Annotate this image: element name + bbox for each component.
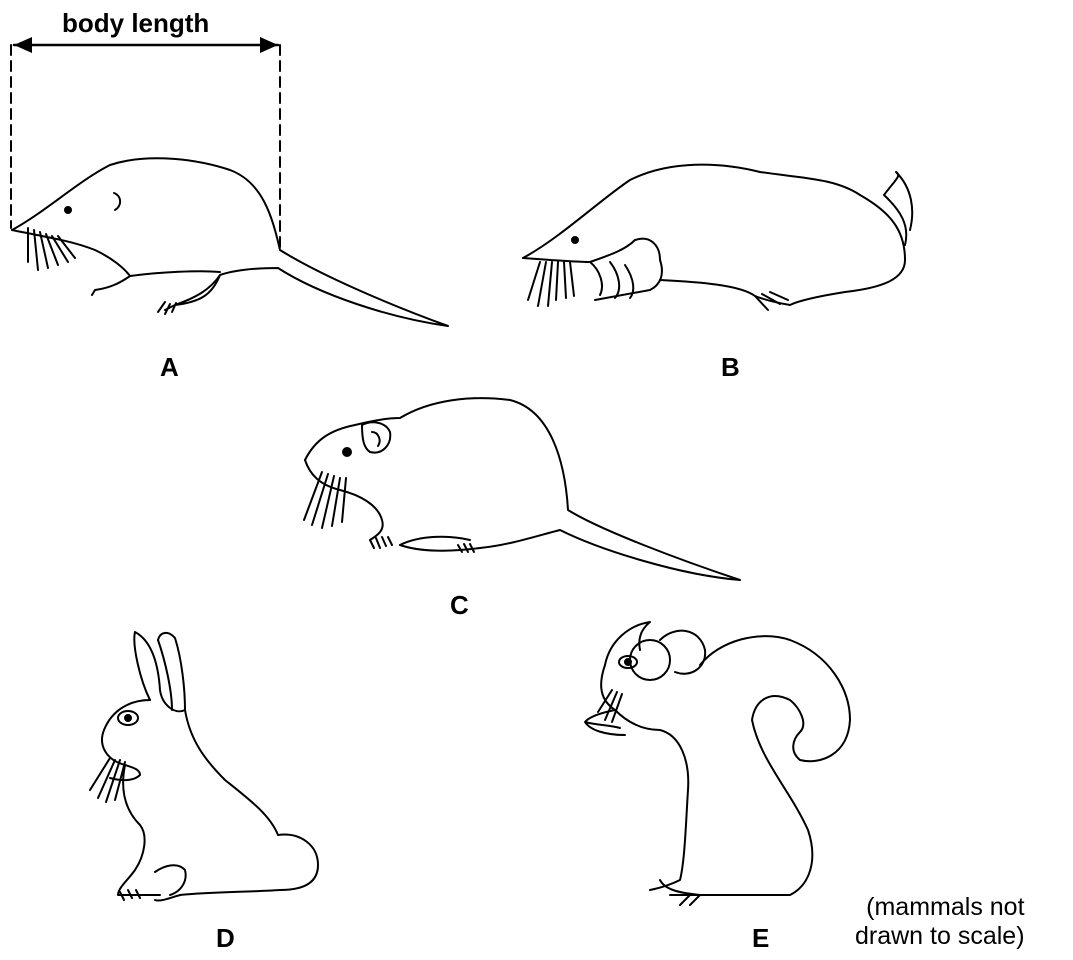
scale-note: (mammals not drawn to scale) [855, 893, 1025, 951]
label-b: B [721, 354, 740, 380]
squirrel-drawing [585, 622, 850, 905]
scale-note-line-1: (mammals not [855, 893, 1025, 922]
label-d: D [216, 925, 235, 951]
rat-drawing [304, 398, 740, 580]
body-length-arrow [11, 37, 280, 252]
label-a: A [160, 354, 179, 380]
rabbit-drawing [90, 632, 318, 901]
shrew-drawing [12, 158, 448, 326]
mole-drawing [523, 165, 912, 310]
label-e: E [752, 925, 769, 951]
label-c: C [450, 592, 469, 618]
scale-note-line-2: drawn to scale) [855, 922, 1025, 951]
